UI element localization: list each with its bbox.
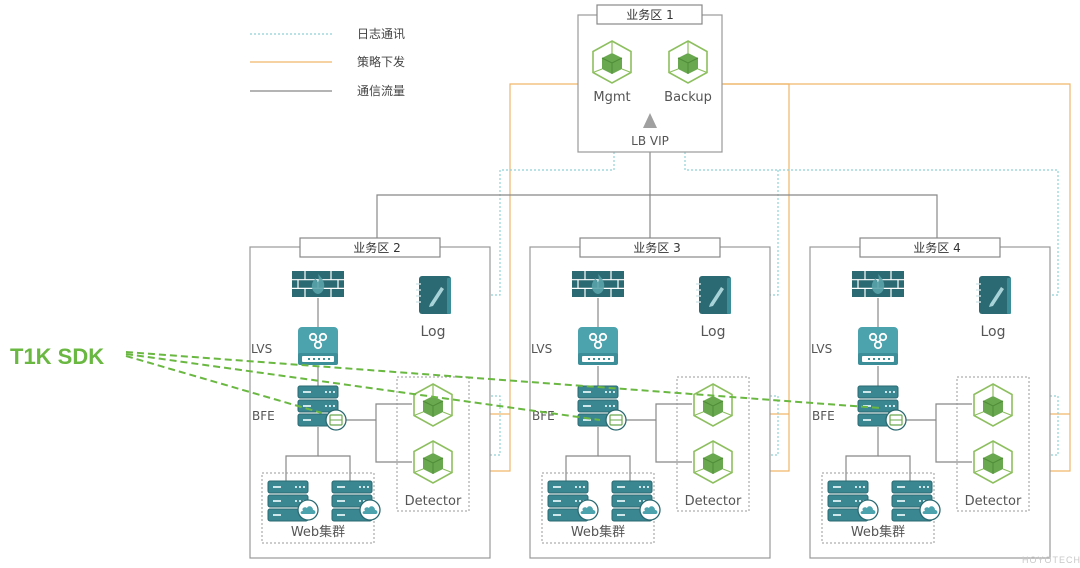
zone-2-web-cluster-group [261, 472, 375, 544]
zone-4-detector-group [956, 376, 1030, 512]
zone-2-bfe-label: BFE [252, 409, 275, 423]
t1k-sdk-label: T1K SDK [10, 344, 104, 369]
lb-vip-label: LB VIP [631, 134, 669, 148]
sdk-badge-icon [325, 409, 347, 431]
zone-3-bfe-label: BFE [532, 409, 555, 423]
legend-log-label: 日志通讯 [357, 27, 405, 41]
log-line-zone3 [738, 170, 779, 296]
firewall-icon [291, 270, 345, 298]
mgmt-label: Mgmt [593, 90, 630, 105]
cloud-badge-icon [857, 499, 879, 521]
traffic-lines [376, 150, 938, 238]
zone-3-log-label: Log [700, 324, 725, 340]
cloud-badge-icon [297, 499, 319, 521]
lvs-load-balancer-icon [297, 326, 339, 366]
log-book-icon [695, 275, 732, 315]
log-book-icon [415, 275, 452, 315]
zone-4-title: 业务区 4 [913, 240, 960, 255]
zone-1-title: 业务区 1 [626, 7, 673, 22]
firewall-icon [571, 270, 625, 298]
zone-4-title-box [859, 237, 1001, 258]
zone-4-log-label: Log [980, 324, 1005, 340]
zone-3-detector-label: Detector [685, 494, 742, 509]
zone-2-title-box [299, 237, 441, 258]
zone-1-title-box [596, 4, 703, 25]
log-line-zone2 [458, 152, 615, 296]
zone-1-box [577, 14, 723, 153]
cloud-badge-icon [577, 499, 599, 521]
zone-1: 业务区 1 Mgmt Backup LB VIP [577, 4, 723, 153]
lvs-load-balancer-icon [577, 326, 619, 366]
legend: 日志通讯 策略下发 通信流量 [250, 27, 405, 98]
zone-3-detector-group [676, 376, 750, 512]
zone-2-detector-group [396, 376, 470, 512]
watermark: HOYOTECH [1022, 555, 1080, 565]
cloud-badge-icon [359, 499, 381, 521]
sdk-badge-icon [605, 409, 627, 431]
sdk-arrow-zone3 [125, 353, 601, 421]
zone-4-lvs-label: LVS [811, 342, 832, 356]
zone-4-detector-label: Detector [965, 494, 1022, 509]
sdk-arrow-zone4 [125, 351, 881, 409]
zone-4-web-cluster-group [821, 472, 935, 544]
cloud-badge-icon [639, 499, 661, 521]
zone-4-web-label: Web集群 [851, 524, 905, 540]
zone-3-web-cluster-group [541, 472, 655, 544]
backup-label: Backup [664, 90, 712, 105]
legend-policy-label: 策略下发 [357, 54, 405, 69]
sdk-arrows [125, 351, 881, 421]
sdk-arrow-zone2 [125, 355, 323, 414]
firewall-icon [851, 270, 905, 298]
zone-3-web-label: Web集群 [571, 524, 625, 540]
zone-3-lvs-label: LVS [531, 342, 552, 356]
log-book-icon [975, 275, 1012, 315]
zone-2-detector-label: Detector [405, 494, 462, 509]
lvs-load-balancer-icon [857, 326, 899, 366]
lb-vip-triangle-icon [643, 113, 657, 128]
zone-2-lvs-label: LVS [251, 342, 272, 356]
zone-3-title: 业务区 3 [633, 240, 680, 255]
sdk-badge-icon [885, 409, 907, 431]
zone-2-web-label: Web集群 [291, 524, 345, 540]
legend-traffic-label: 通信流量 [357, 84, 405, 98]
zone-4-bfe-label: BFE [812, 409, 835, 423]
cloud-badge-icon [919, 499, 941, 521]
zone-3-title-box [579, 237, 721, 258]
zone-2-log-label: Log [420, 324, 445, 340]
zone-2-title: 业务区 2 [353, 240, 400, 255]
